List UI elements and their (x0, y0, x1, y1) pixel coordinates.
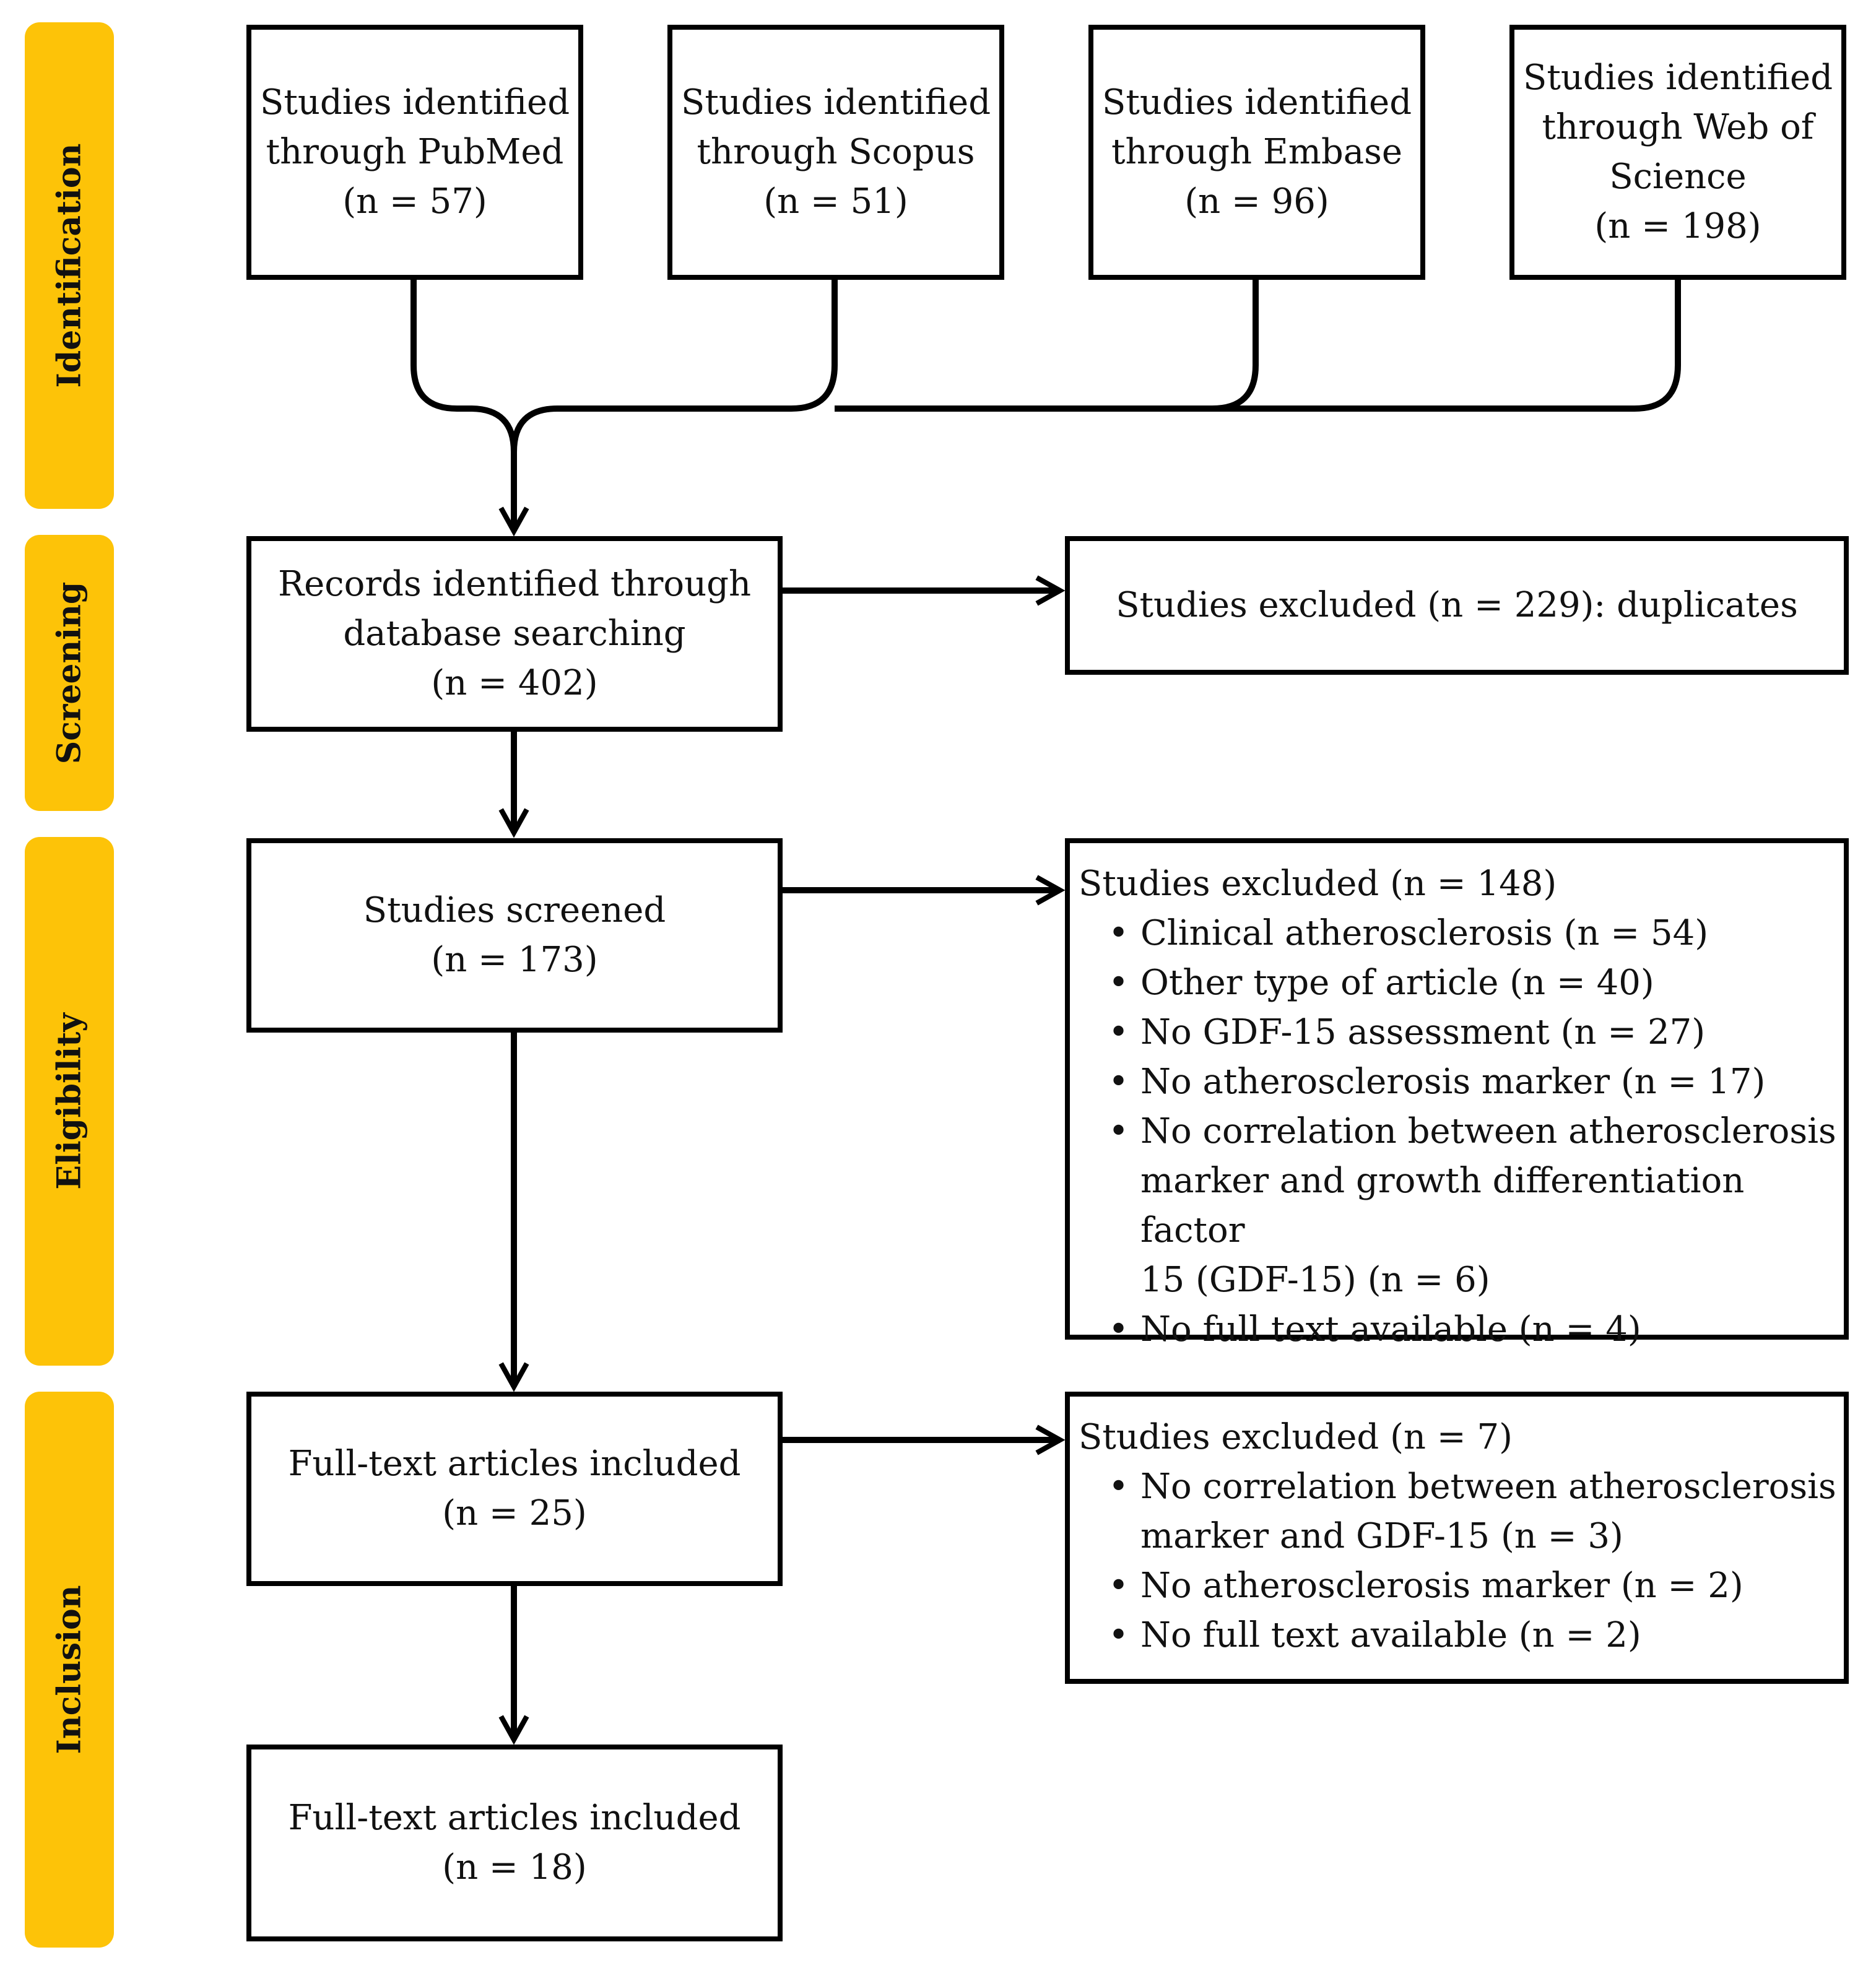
list-item: • Clinical atherosclerosis (n = 54) (1079, 909, 1844, 958)
stage-identification: Identification (25, 22, 114, 509)
inclusion-excluded-box: Studies excluded (n = 7) • No correlation… (1065, 1392, 1849, 1684)
bullet-icon: • (1108, 1111, 1129, 1151)
source-scopus-line-2: through Scopus (697, 132, 975, 172)
source-scopus-line-1: Studies identified (680, 82, 991, 123)
merge-line-wos (1212, 280, 1681, 412)
bullet-icon: • (1108, 1615, 1129, 1655)
final-included-box: Full-text articles included (n = 18) (246, 1745, 783, 1941)
bullet-icon: • (1108, 1309, 1129, 1350)
screened-count: (n = 173) (431, 940, 598, 980)
list-item: • No correlation between atherosclerosis m… (1079, 1107, 1844, 1305)
source-embase-count: (n = 96) (1184, 181, 1329, 222)
source-box-scopus: Studies identified through Scopus (n = 5… (667, 25, 1004, 280)
list-item-text-line-2: marker and GDF-15 (n = 3) (1140, 1516, 1623, 1556)
list-item-text: No atherosclerosis marker (n = 17) (1140, 1062, 1766, 1102)
list-item-text: No full text available (n = 4) (1140, 1309, 1641, 1350)
source-wos-count: (n = 198) (1594, 206, 1761, 246)
source-wos-line-3: Science (1609, 157, 1747, 197)
bullet-icon: • (1108, 1012, 1129, 1052)
list-item-text: No full text available (n = 2) (1140, 1615, 1641, 1655)
source-embase-line-2: through Embase (1111, 132, 1402, 172)
list-item-text-line-1: No correlation between atherosclerosis (1140, 1111, 1836, 1151)
fulltext-included-box: Full-text articles included (n = 25) (246, 1392, 783, 1586)
inclusion-excluded-list: • No correlation between atherosclerosis m… (1079, 1462, 1844, 1660)
merge-line-pubmed (410, 280, 517, 453)
eligibility-excluded-box: Studies excluded (n = 148) • Clinical ath… (1065, 838, 1849, 1350)
eligibility-excluded-list: • Clinical atherosclerosis (n = 54) • Othe… (1079, 909, 1844, 1355)
source-box-web-of-science: Studies identified through Web of Scienc… (1509, 25, 1846, 280)
inclusion-excluded-title: Studies excluded (n = 7) (1079, 1417, 1513, 1457)
duplicates-text: Studies excluded (n = 229): duplicates (1116, 585, 1798, 625)
list-item-text-line-2: marker and growth differentiation factor (1140, 1161, 1745, 1251)
source-scopus-count: (n = 51) (763, 181, 908, 222)
studies-screened-box: Studies screened (n = 173) (246, 838, 783, 1033)
source-box-embase: Studies identified through Embase (n = 9… (1088, 25, 1425, 280)
merge-line-embase (835, 280, 1259, 412)
records-identified-box: Records identified through database sear… (246, 536, 783, 732)
list-item: • No atherosclerosis marker (n = 2) (1079, 1561, 1844, 1611)
stage-inclusion: Inclusion (25, 1392, 114, 1948)
source-box-pubmed: Studies identified through PubMed (n = 5… (246, 25, 583, 280)
list-item: • No atherosclerosis marker (n = 17) (1079, 1057, 1844, 1107)
source-embase-line-1: Studies identified (1101, 82, 1412, 123)
merge-line-scopus (511, 280, 838, 453)
fulltext-label: Full-text articles included (288, 1444, 741, 1484)
source-wos-line-2: through Web of (1542, 107, 1814, 147)
bullet-icon: • (1108, 1062, 1129, 1102)
list-item-text: Other type of article (n = 40) (1140, 963, 1654, 1003)
stage-screening: Screening (25, 535, 114, 811)
source-pubmed-count: (n = 57) (342, 181, 487, 222)
eligibility-excluded-title: Studies excluded (n = 148) (1079, 864, 1557, 904)
list-item: • No full text available (n = 4) (1079, 1305, 1844, 1355)
list-item: • No correlation between atherosclerosis m… (1079, 1462, 1844, 1561)
duplicates-excluded-box: Studies excluded (n = 229): duplicates (1065, 536, 1849, 675)
source-pubmed-line-1: Studies identified (259, 82, 570, 123)
list-item-text: No GDF-15 assessment (n = 27) (1140, 1012, 1706, 1052)
stage-eligibility: Eligibility (25, 837, 114, 1366)
screened-label: Studies screened (363, 890, 666, 930)
list-item-text-line-1: No correlation between atherosclerosis (1140, 1467, 1836, 1507)
list-item-text: Clinical atherosclerosis (n = 54) (1140, 913, 1709, 953)
records-line-2: database searching (343, 613, 686, 654)
bullet-icon: • (1108, 963, 1129, 1003)
list-item-text-line-3: 15 (GDF-15) (n = 6) (1140, 1260, 1490, 1300)
source-wos-line-1: Studies identified (1522, 58, 1833, 98)
list-item: • No GDF-15 assessment (n = 27) (1079, 1008, 1844, 1057)
list-item-text: No atherosclerosis marker (n = 2) (1140, 1566, 1744, 1606)
fulltext-count: (n = 25) (442, 1493, 587, 1533)
final-count: (n = 18) (442, 1847, 587, 1888)
source-pubmed-line-2: through PubMed (266, 132, 564, 172)
bullet-icon: • (1108, 1467, 1129, 1507)
bullet-icon: • (1108, 913, 1129, 953)
list-item: • No full text available (n = 2) (1079, 1611, 1844, 1660)
records-line-1: Records identified through (277, 564, 752, 604)
records-count: (n = 402) (431, 663, 598, 703)
list-item: • Other type of article (n = 40) (1079, 958, 1844, 1008)
final-label: Full-text articles included (288, 1798, 741, 1838)
bullet-icon: • (1108, 1566, 1129, 1606)
